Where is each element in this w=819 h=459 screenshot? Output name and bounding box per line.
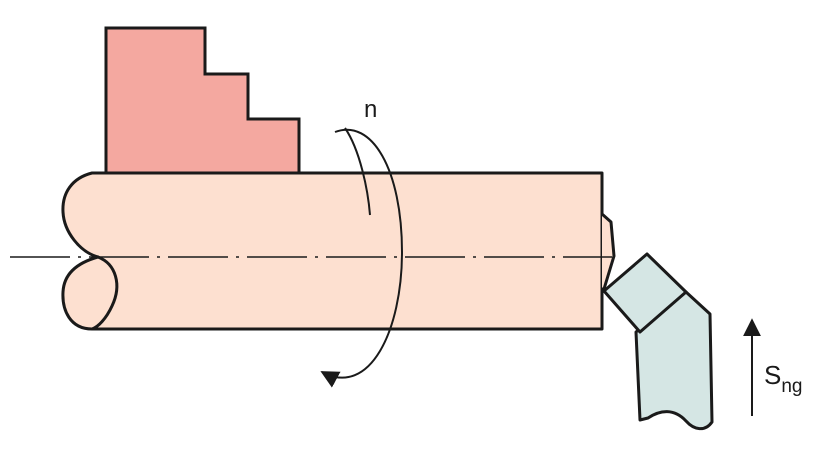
rotation-arrow-back — [344, 127, 371, 216]
tool-shank — [634, 290, 714, 431]
feed-label-sub: ng — [781, 376, 802, 397]
rotation-arrow-icon — [320, 128, 404, 388]
feed-label-main: S — [764, 360, 781, 390]
chuck-jaw — [104, 26, 301, 175]
workpiece — [61, 171, 604, 331]
feed-label: Sng — [764, 360, 802, 397]
workpiece-break-end — [91, 255, 119, 331]
rotation-label: n — [364, 96, 377, 123]
facing-chip — [601, 212, 616, 291]
tool-insert — [602, 252, 688, 334]
